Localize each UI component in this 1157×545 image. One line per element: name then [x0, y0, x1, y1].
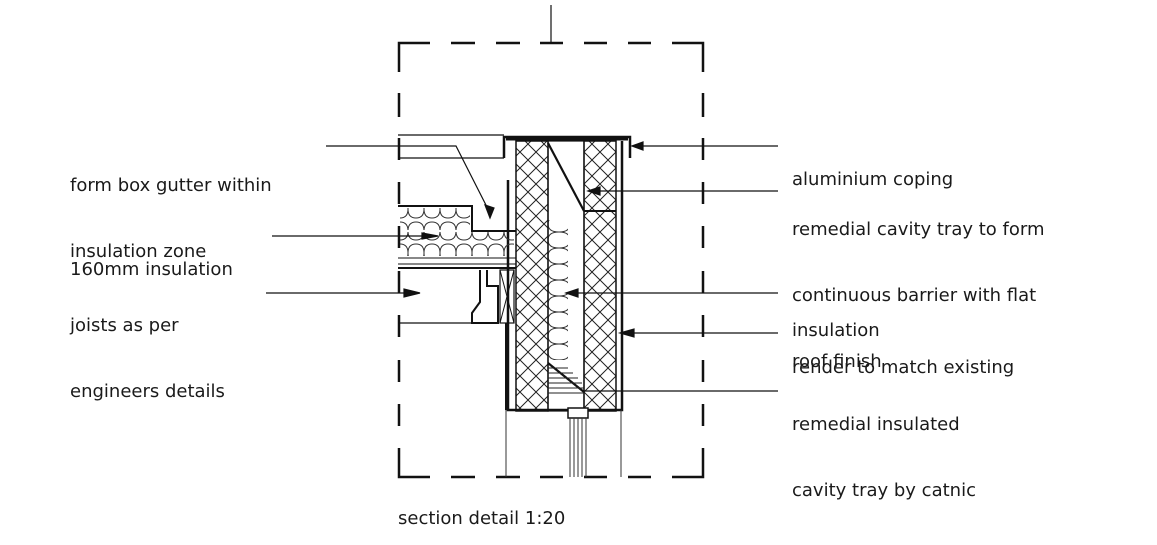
leaders-right	[564, 141, 778, 392]
label-line: remedial cavity tray to form	[792, 219, 1045, 240]
label-line: render to match existing	[792, 357, 1015, 378]
drawing-title: section detail 1:20	[398, 508, 566, 529]
label-line: form box gutter within	[70, 175, 272, 196]
cavity-tray	[547, 142, 585, 212]
detail-boundary	[397, 41, 705, 479]
label-line: cavity tray by catnic	[792, 480, 976, 501]
label-form-box-gutter: form box gutter within insulation zone	[70, 131, 272, 285]
inner-leaf	[515, 140, 549, 412]
label-line: engineers details	[70, 381, 225, 402]
label-line: insulation	[792, 320, 880, 341]
label-line: remedial insulated	[792, 414, 960, 435]
label-remedial-insulated-tray: remedial insulated cavity tray by catnic	[792, 370, 976, 524]
outer-leaf	[583, 140, 617, 412]
label-line: insulation zone	[70, 241, 207, 262]
label-insulation-160mm: 160mm insulation	[70, 215, 233, 303]
label-line: joists as per	[70, 315, 179, 336]
label-remedial-cavity-tray: remedial cavity tray to form continuous …	[792, 175, 1045, 395]
label-line: aluminium coping	[792, 169, 954, 190]
label-joists: joists as per engineers details	[70, 271, 225, 425]
label-line: continuous barrier with flat	[792, 285, 1037, 306]
render	[506, 141, 624, 412]
label-render: render to match existing	[792, 313, 1014, 401]
aluminium-coping-shape	[502, 135, 632, 158]
label-insulation: insulation	[792, 276, 880, 364]
label-line: 160mm insulation	[70, 259, 233, 280]
leaders-left	[266, 145, 495, 298]
box-gutter	[398, 205, 516, 232]
label-aluminium-coping: aluminium coping	[792, 125, 953, 213]
cavity-insulation	[548, 220, 568, 360]
label-line: roof finish	[792, 351, 882, 372]
joist-hanger	[471, 270, 499, 324]
